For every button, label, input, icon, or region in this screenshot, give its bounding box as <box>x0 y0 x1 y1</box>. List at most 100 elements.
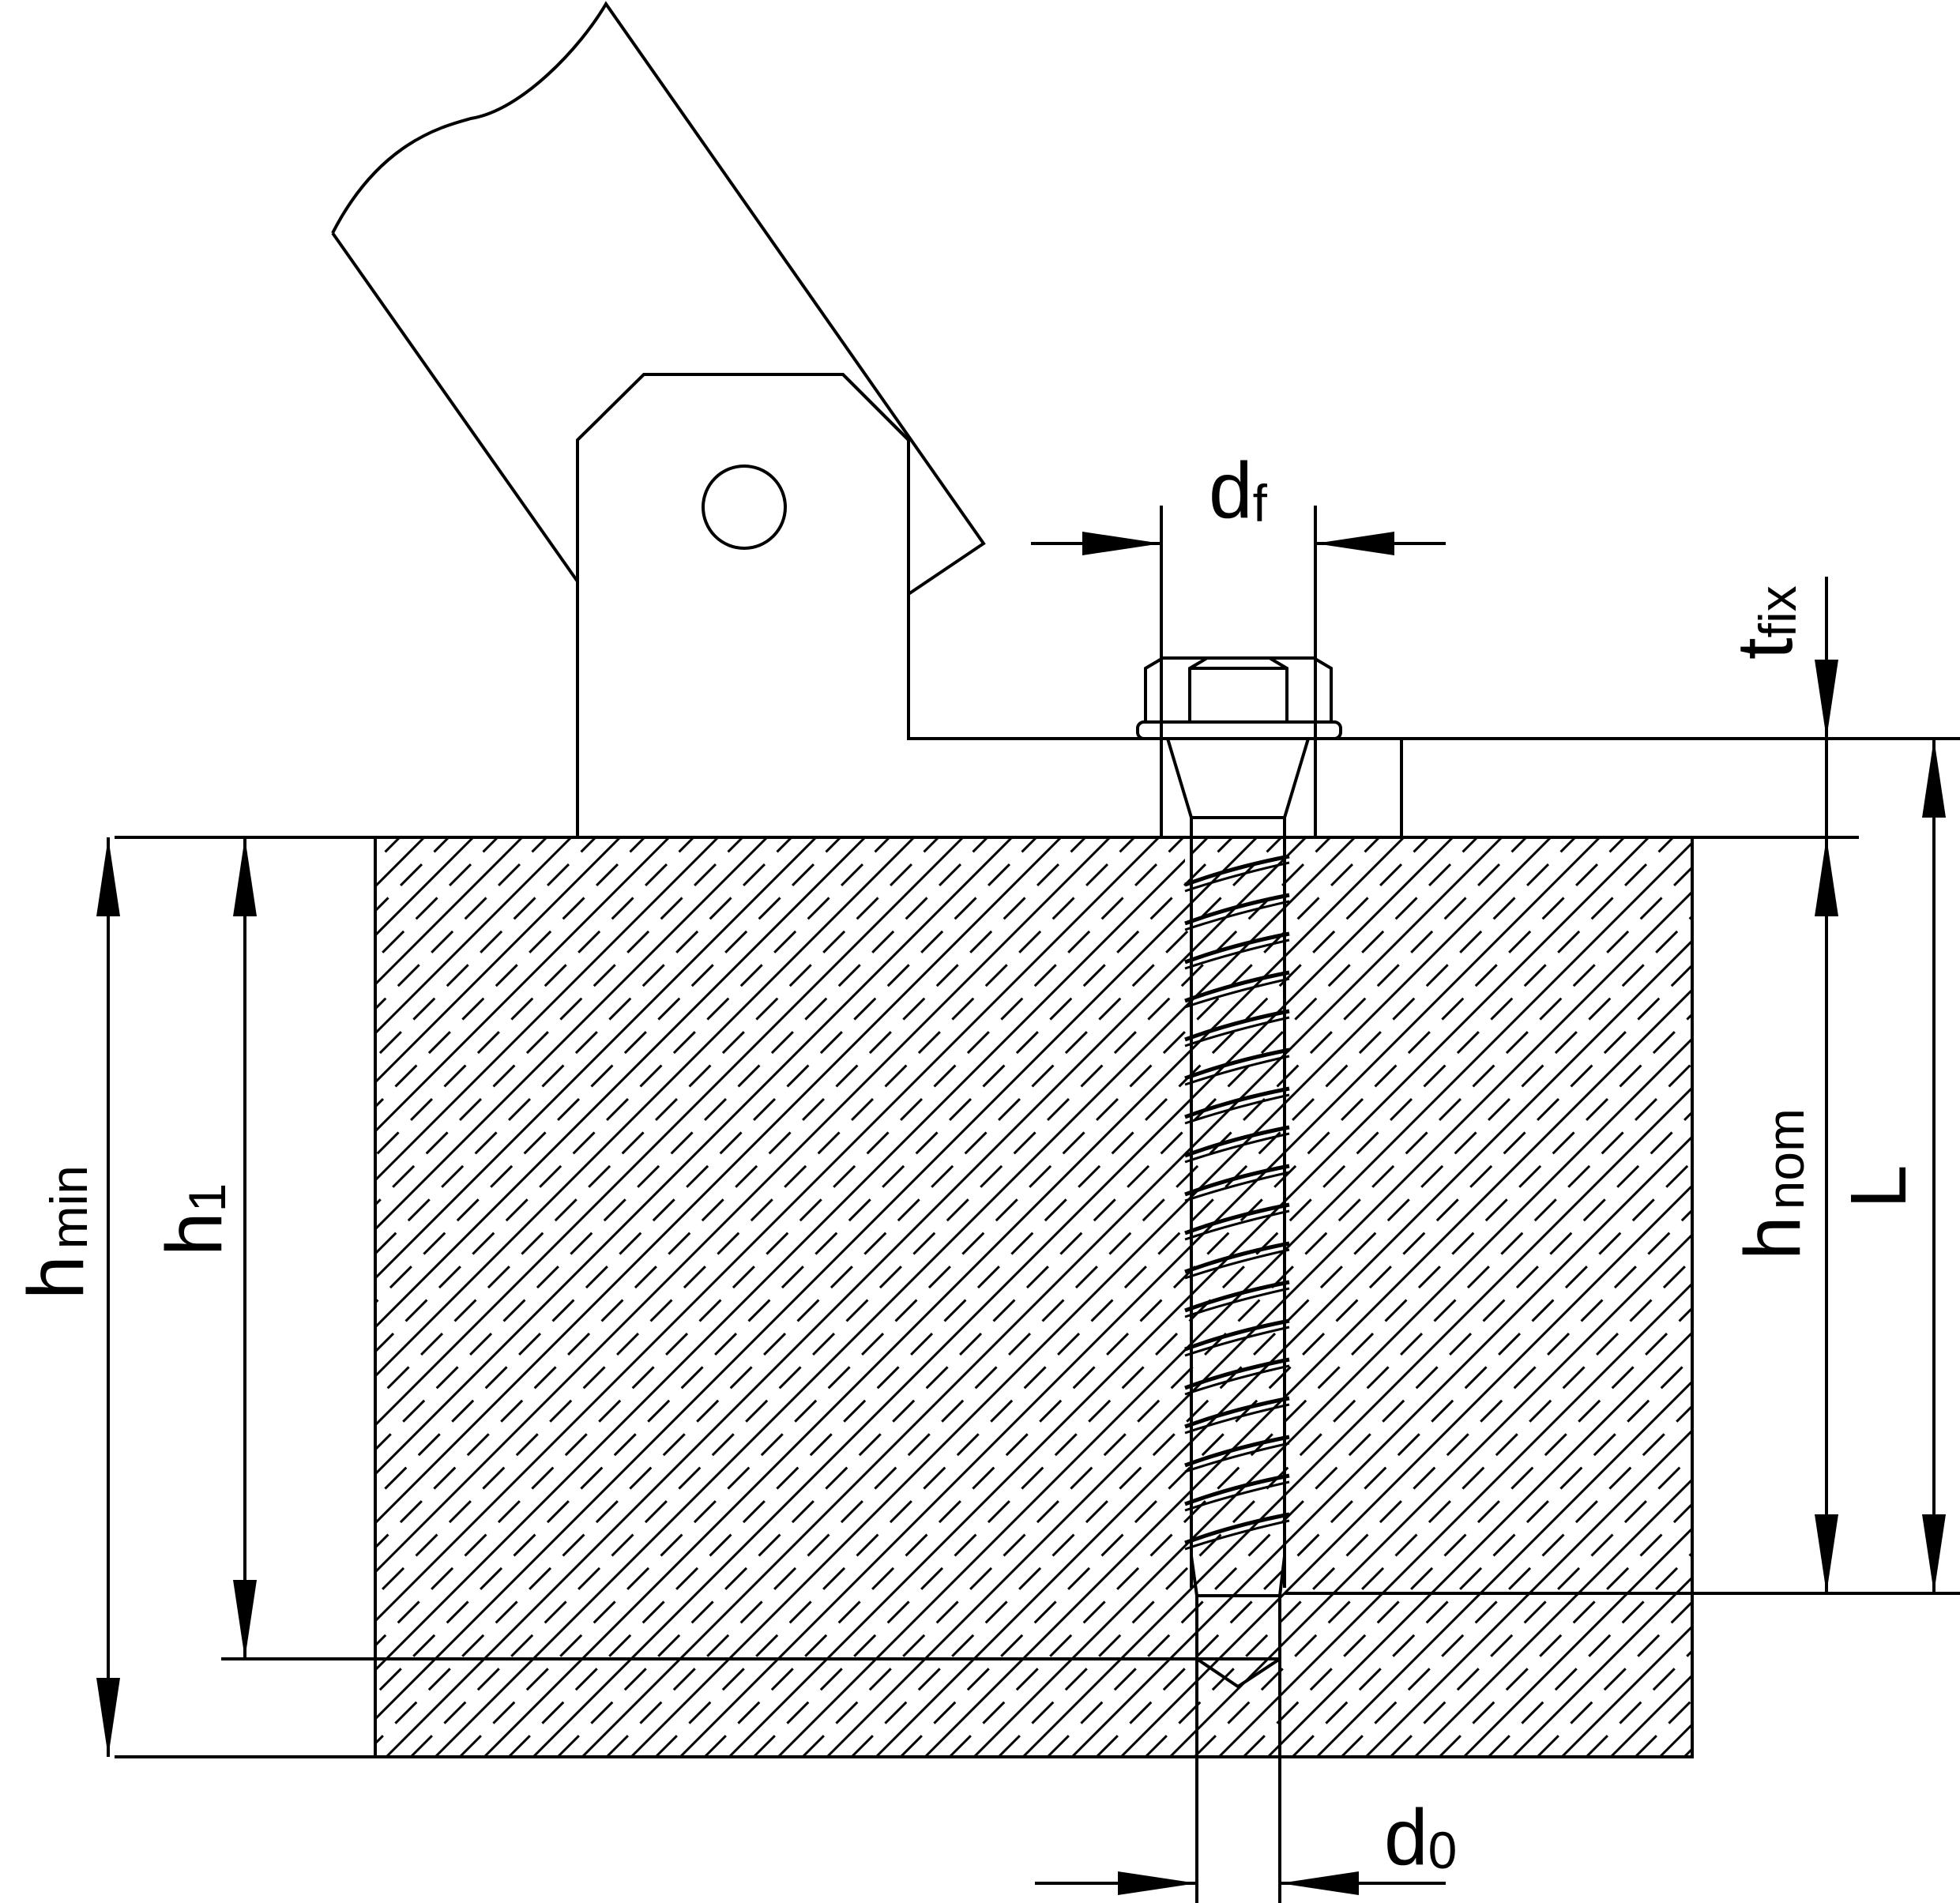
hatch-line <box>826 837 1692 1757</box>
hatch-dash-line <box>409 837 1332 1757</box>
hatch-line <box>1266 837 1692 1757</box>
hatch-line <box>375 837 622 1757</box>
hatch-dash-line <box>375 837 1185 1757</box>
thread-turn <box>1184 1241 1290 1274</box>
hatch-dash-line <box>1389 837 1692 1757</box>
hatch-dash-line <box>654 837 1577 1757</box>
thread-turn <box>1184 1086 1290 1119</box>
hatch-line <box>375 837 867 1757</box>
hatch-dash-line <box>1340 837 1692 1757</box>
bolt-neck <box>1166 738 1310 837</box>
hatch-dash-line <box>375 837 940 1757</box>
thread-turn <box>1184 1047 1290 1081</box>
hatch-dash-line <box>375 837 1234 1757</box>
thread-turn-edge <box>1184 1248 1290 1280</box>
hatch-line <box>1511 837 1692 1757</box>
hatch-line <box>777 837 1692 1757</box>
mast-tube-edge <box>331 231 579 583</box>
hatch-dash-line <box>1242 837 1692 1757</box>
hatch-line <box>924 837 1692 1757</box>
hatch-dash-line <box>752 837 1675 1757</box>
thread-turn <box>1184 1318 1290 1352</box>
hatch-line <box>375 837 573 1757</box>
hatch-dash-line <box>997 837 1692 1757</box>
thread-turn-edge <box>1184 1287 1290 1318</box>
thread-turn-edge <box>1184 1171 1290 1202</box>
thread-turn-edge <box>1184 977 1290 1009</box>
label-h1: h1 <box>150 1183 239 1256</box>
hatch-line <box>875 837 1692 1757</box>
thread-turn <box>1184 1125 1290 1158</box>
hatch-line <box>1168 837 1692 1757</box>
hatch-line <box>1217 837 1692 1757</box>
hatch-dash-line <box>1536 837 1692 1757</box>
hatch-dash-line <box>1144 837 1692 1757</box>
hatch-dash-line <box>703 837 1626 1757</box>
hatch-dash-line <box>1438 837 1692 1757</box>
hatch-dash-line <box>1487 837 1692 1757</box>
hatch-line <box>1119 837 1692 1757</box>
hatch-dash-line <box>899 837 1692 1757</box>
thread-turn <box>1184 1435 1290 1468</box>
hatch-dash-line <box>375 837 744 1757</box>
base-plate-clearance-hole <box>1160 739 1403 837</box>
hatch-line <box>1364 837 1692 1757</box>
thread-turn-edge <box>1184 1480 1290 1512</box>
thread-turn-edge <box>1184 1055 1290 1086</box>
hatch-dash-line <box>801 837 1692 1757</box>
hatch-line <box>532 837 1454 1757</box>
hatch-line <box>581 837 1503 1757</box>
hatch-line <box>375 837 1161 1757</box>
hatch-dash-line <box>375 837 695 1757</box>
mast-tube <box>331 1 986 596</box>
thread-turn-edge <box>1184 938 1290 970</box>
thread-turn <box>1184 1164 1290 1197</box>
hatch-line <box>375 837 769 1757</box>
hatch-dash-line <box>948 837 1692 1757</box>
thread-turn <box>1184 1280 1290 1313</box>
hatch-dash-line <box>375 837 1283 1757</box>
hatch-line <box>483 837 1405 1757</box>
hatch-dash-line <box>375 837 842 1757</box>
hatch-line <box>679 837 1601 1757</box>
hatch-line <box>1413 837 1692 1757</box>
hatch-line <box>434 837 1356 1757</box>
concrete-hatching <box>375 837 1692 1757</box>
hatch-dash-line <box>1291 837 1692 1757</box>
hatch-line <box>1560 837 1692 1757</box>
hatch-dash-line <box>375 837 1087 1757</box>
hatch-line <box>1462 837 1692 1757</box>
thread-turn <box>1184 1396 1290 1429</box>
hatch-dash-line <box>375 837 1038 1757</box>
hatch-line <box>1609 837 1692 1757</box>
hatch-dash-line <box>1193 837 1692 1757</box>
thread-turn-edge <box>1184 1016 1290 1047</box>
hatch-line <box>385 837 1307 1757</box>
hatch-dash-line <box>850 837 1692 1757</box>
hatch-line <box>375 837 916 1757</box>
hatch-dash-line <box>375 837 989 1757</box>
label-df: df <box>1209 446 1268 535</box>
hinge-lug <box>576 373 1144 837</box>
hatch-line <box>972 837 1692 1757</box>
hatch-dash-line <box>375 837 891 1757</box>
thread-turn <box>1184 931 1290 965</box>
thread-turn <box>1184 854 1290 887</box>
hatch-dash-line <box>507 837 1430 1757</box>
thread-turn-edge <box>1184 1403 1290 1435</box>
thread-turn <box>1184 1009 1290 1042</box>
bolt-hex-faces <box>1163 656 1314 722</box>
label-hmin: hmin <box>12 1165 100 1299</box>
hatch-line <box>375 837 1258 1757</box>
bolt-washer <box>1136 720 1342 740</box>
thread-turn <box>1184 1512 1290 1545</box>
hatch-line <box>728 837 1650 1757</box>
hatch-dash-line <box>1046 837 1692 1757</box>
hatch-line <box>1021 837 1692 1757</box>
thread-turn <box>1184 1202 1290 1235</box>
hatch-dash-line <box>1683 837 1692 1757</box>
thread-turn-edge <box>1184 1519 1290 1551</box>
thread-turn <box>1184 1473 1290 1506</box>
hatch-line <box>1070 837 1692 1757</box>
thread-turn-edge <box>1184 1442 1290 1473</box>
